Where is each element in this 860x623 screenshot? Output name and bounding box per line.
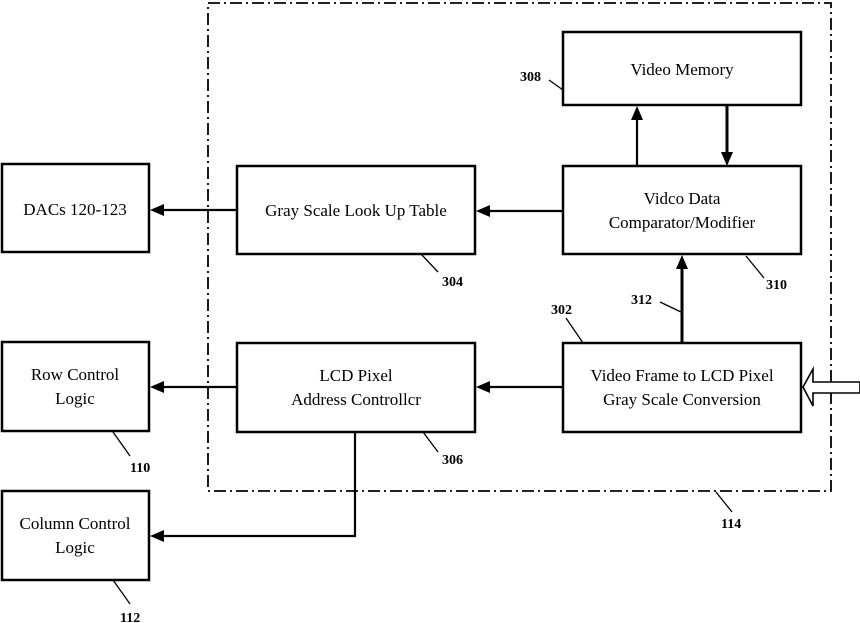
ref-312: 312 bbox=[631, 293, 652, 308]
address-controller-label-line2: Address Controllcr bbox=[291, 390, 421, 409]
ref-110-leader bbox=[113, 432, 130, 456]
video-memory-label: Video Memory bbox=[630, 60, 734, 79]
comparator-block: Vidco Data Comparator/Modifier bbox=[563, 166, 801, 254]
comparator-label-line1: Vidco Data bbox=[644, 189, 721, 208]
address-controller-label-line1: LCD Pixel bbox=[319, 366, 392, 385]
row-control-label-line2: Logic bbox=[55, 389, 95, 408]
column-control-block: Column Control Logic bbox=[2, 491, 149, 580]
address-controller-block: LCD Pixel Address Controllcr bbox=[237, 343, 475, 432]
lookup-table-label: Gray Scale Look Up Table bbox=[265, 201, 447, 220]
ref-310-leader bbox=[746, 256, 764, 278]
ref-308: 308 bbox=[520, 70, 541, 85]
memory-to-comparator-arrowhead bbox=[721, 152, 733, 166]
ref-112-leader bbox=[113, 580, 130, 604]
ref-306: 306 bbox=[442, 453, 463, 468]
ref-304: 304 bbox=[442, 275, 463, 290]
lookup-table-block: Gray Scale Look Up Table bbox=[237, 166, 475, 254]
comparator-to-memory-arrowhead bbox=[631, 106, 643, 120]
ref-302: 302 bbox=[551, 303, 572, 318]
conversion-block: Video Frame to LCD Pixel Gray Scale Conv… bbox=[563, 343, 801, 432]
address-to-column-arrowhead bbox=[150, 530, 164, 542]
dacs-block: DACs 120-123 bbox=[2, 164, 149, 252]
conversion-label-line2: Gray Scale Conversion bbox=[603, 390, 761, 409]
ref-312-leader bbox=[660, 302, 681, 312]
address-to-row-arrowhead bbox=[150, 381, 164, 393]
column-control-label-line2: Logic bbox=[55, 538, 95, 557]
ref-302-leader bbox=[566, 318, 583, 343]
ref-304-leader bbox=[421, 254, 438, 272]
ref-112: 112 bbox=[120, 611, 140, 623]
row-control-label-line1: Row Control bbox=[31, 365, 120, 384]
row-control-block: Row Control Logic bbox=[2, 342, 149, 431]
conversion-to-comparator-arrowhead bbox=[676, 255, 688, 269]
ref-308-leader bbox=[549, 80, 563, 90]
ref-114-leader bbox=[716, 492, 732, 512]
ref-114: 114 bbox=[721, 517, 741, 532]
lookup-to-dacs-arrowhead bbox=[150, 204, 164, 216]
address-to-column-line bbox=[160, 432, 355, 536]
conversion-to-address-arrowhead bbox=[476, 381, 490, 393]
ref-310: 310 bbox=[766, 278, 787, 293]
video-memory-block: Video Memory bbox=[563, 32, 801, 105]
column-control-label-line1: Column Control bbox=[20, 514, 131, 533]
comparator-to-lookup-arrowhead bbox=[476, 205, 490, 217]
conversion-label-line1: Video Frame to LCD Pixel bbox=[590, 366, 773, 385]
comparator-label-line2: Comparator/Modifier bbox=[609, 213, 756, 232]
dacs-label: DACs 120-123 bbox=[23, 200, 126, 219]
ref-306-leader bbox=[423, 432, 438, 452]
ref-110: 110 bbox=[130, 461, 150, 476]
